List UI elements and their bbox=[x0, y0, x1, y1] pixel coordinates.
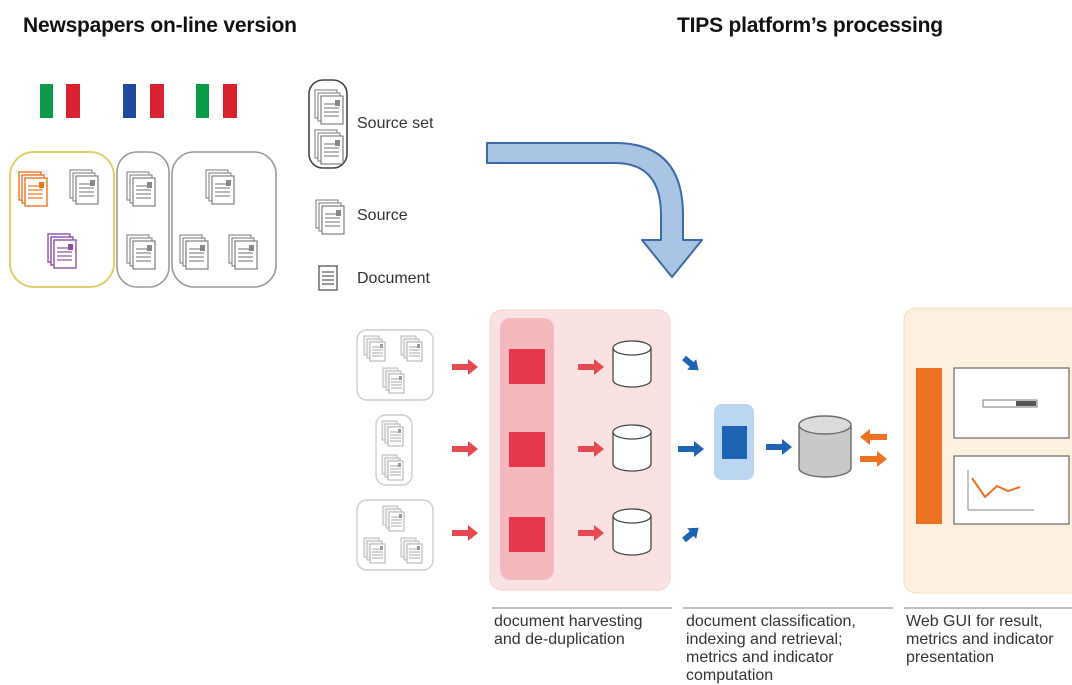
heading-tips-processing: TIPS platform’s processing bbox=[677, 14, 943, 37]
index-database bbox=[798, 415, 852, 478]
legend-source-label: Source bbox=[357, 207, 408, 224]
flag-italy-1 bbox=[40, 84, 80, 118]
source-set-france bbox=[116, 151, 170, 288]
legend-document-label: Document bbox=[357, 270, 430, 287]
caption-gui-line-1: Web GUI for result, bbox=[906, 613, 1043, 630]
input-source-set-2 bbox=[375, 414, 413, 486]
source-set-italy-2 bbox=[171, 151, 277, 288]
legend-source-set-icon bbox=[308, 79, 348, 169]
storage-cylinder-3 bbox=[612, 508, 652, 556]
caption-harvesting-line-1: document harvesting bbox=[494, 613, 643, 630]
legend-document-icon bbox=[318, 265, 338, 291]
red-arrow-1 bbox=[452, 359, 478, 375]
blue-arrow-to-index bbox=[766, 439, 792, 455]
flag-italy-2 bbox=[196, 84, 237, 118]
caption-classification-line-3: metrics and indicator bbox=[686, 649, 834, 666]
gui-window-top bbox=[953, 367, 1070, 439]
legend-source-icon bbox=[315, 199, 345, 235]
flag-france bbox=[123, 84, 164, 118]
blue-arrow-straight bbox=[678, 441, 704, 457]
harvester-block-2 bbox=[509, 432, 545, 467]
harvester-block-1 bbox=[509, 349, 545, 384]
caption-classification-line-2: indexing and retrieval; bbox=[686, 631, 843, 648]
heading-newspapers: Newspapers on-line version bbox=[23, 14, 297, 37]
orange-arrow-right bbox=[860, 451, 887, 467]
storage-cylinder-2 bbox=[612, 424, 652, 472]
red-arrow-2 bbox=[452, 441, 478, 457]
legend-source-set-label: Source set bbox=[357, 115, 434, 132]
caption-classification-line-1: document classification, bbox=[686, 613, 856, 630]
blue-arrow-diagonal-up bbox=[682, 527, 699, 543]
caption-gui: Web GUI for result, metrics and indicato… bbox=[906, 613, 1054, 667]
caption-gui-line-2: metrics and indicator bbox=[906, 631, 1054, 648]
input-source-set-1 bbox=[356, 329, 434, 401]
input-source-set-3 bbox=[356, 499, 434, 571]
harvester-block-3 bbox=[509, 517, 545, 552]
source-set-italy-1 bbox=[9, 151, 115, 288]
caption-gui-line-3: presentation bbox=[906, 649, 995, 666]
caption-classification: document classification, indexing and re… bbox=[686, 613, 856, 685]
storage-cylinder-1 bbox=[612, 340, 652, 388]
gui-window-chart bbox=[953, 455, 1070, 525]
orange-arrow-left bbox=[860, 429, 887, 445]
big-curved-arrow bbox=[486, 142, 703, 278]
classifier-block bbox=[722, 426, 747, 459]
caption-harvesting: document harvesting and de-duplication bbox=[494, 613, 643, 649]
gui-sidebar bbox=[916, 368, 942, 524]
caption-harvesting-line-2: and de-duplication bbox=[494, 631, 625, 648]
red-arrow-3 bbox=[452, 525, 478, 541]
caption-classification-line-4: computation bbox=[686, 667, 774, 684]
blue-arrow-diagonal-down bbox=[682, 355, 699, 371]
